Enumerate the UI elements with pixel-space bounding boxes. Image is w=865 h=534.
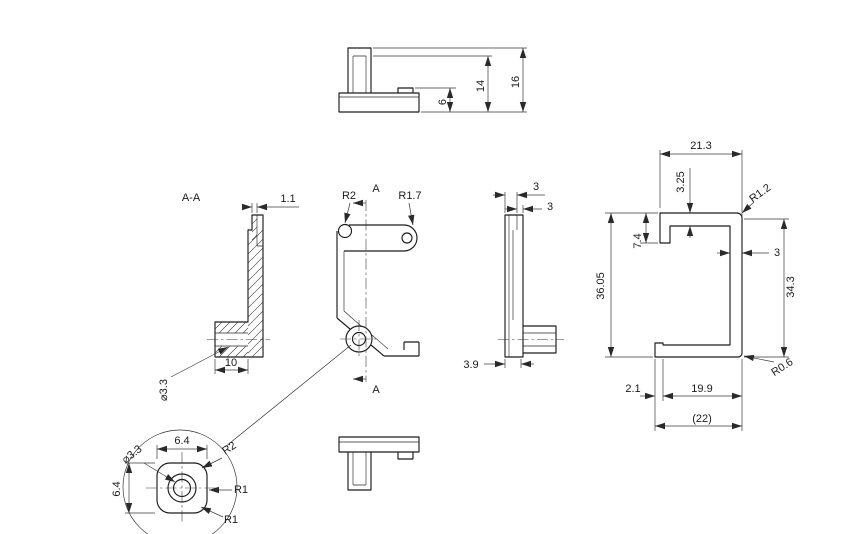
front-view: A A R2 R1.7 [224, 183, 422, 448]
top-view-inner-lines [339, 55, 419, 98]
dim-34-3: 34.3 [785, 276, 797, 297]
dim-1-1: 1.1 [280, 193, 295, 205]
section-marker-bottom: A [372, 384, 380, 396]
dim-3-lower: 3 [547, 201, 553, 213]
section-hatching [214, 218, 264, 358]
dim-r2-detail: R2 [220, 440, 238, 458]
section-aa-view: A-A 1.1 10 ⌀3.3 [158, 192, 299, 401]
dim-6-4-top: 6.4 [174, 435, 189, 447]
dim-10: 10 [225, 357, 237, 369]
boss-centerlines [340, 320, 378, 358]
extension-lines [504, 192, 524, 368]
leader-line [201, 457, 223, 469]
leader-line [743, 354, 775, 363]
dim-36-05: 36.05 [595, 272, 607, 300]
leader-line [143, 462, 176, 483]
corner-radius-circle [337, 223, 353, 239]
dim-14: 14 [475, 80, 487, 92]
top-view-outline [338, 47, 420, 113]
dim-r1-bottom: R1 [224, 514, 238, 526]
bottom-view-outline [338, 436, 420, 491]
detail-boundary-circle [122, 429, 238, 534]
dim-r0-6: R0.6 [769, 356, 795, 379]
leader-line [741, 201, 755, 214]
dim-6: 6 [437, 99, 449, 105]
leader-line [344, 202, 351, 224]
section-view-label: A-A [182, 192, 201, 204]
dim-3-wall: 3 [774, 247, 780, 259]
dim-r1-side: R1 [234, 484, 248, 496]
detail-centerlines [146, 452, 218, 524]
dim-6-4-left: 6.4 [111, 481, 123, 496]
extension-lines [373, 47, 527, 113]
bottom-view-inner-lines [339, 441, 419, 486]
leader-line [200, 506, 224, 518]
dim-dia-3-3: ⌀3.3 [158, 379, 170, 401]
dim-r2: R2 [342, 190, 356, 202]
front-inner-lines [343, 251, 389, 350]
top-view: 6 14 16 [338, 47, 527, 113]
tab-hole [401, 232, 413, 244]
dim-r1-7: R1.7 [398, 190, 421, 202]
side-inner-lines [508, 215, 556, 357]
dim-2-1: 2.1 [625, 383, 640, 395]
dim-r1-2: R1.2 [747, 182, 773, 205]
profile-view: 21.3 3.25 R1.2 7.4 36.05 3 34.3 R0.6 2.1… [595, 140, 797, 431]
side-view: 3 3 3.9 [463, 181, 564, 371]
dim-16: 16 [510, 76, 522, 88]
dim-3-25: 3.25 [675, 171, 687, 192]
leader-line [408, 202, 415, 226]
dim-3-upper: 3 [533, 181, 539, 193]
front-outline [336, 224, 420, 357]
detail-view: 6.4 ⌀3.3 R2 R1 6.4 R1 [111, 429, 248, 534]
section-marker-top: A [372, 183, 380, 195]
dim-22: (22) [692, 413, 712, 425]
dim-3-9: 3.9 [463, 359, 478, 371]
profile-outline [654, 212, 743, 358]
detail-leader-line [224, 344, 352, 448]
section-outline [214, 214, 264, 358]
leader-line [170, 346, 229, 378]
side-outline [504, 214, 557, 358]
bottom-view [338, 436, 420, 491]
extension-lines [605, 150, 789, 431]
dim-19-9: 19.9 [691, 383, 712, 395]
dim-21-3: 21.3 [690, 140, 711, 152]
section-inner-lines [215, 215, 263, 347]
dim-7-4: 7.4 [632, 233, 644, 248]
